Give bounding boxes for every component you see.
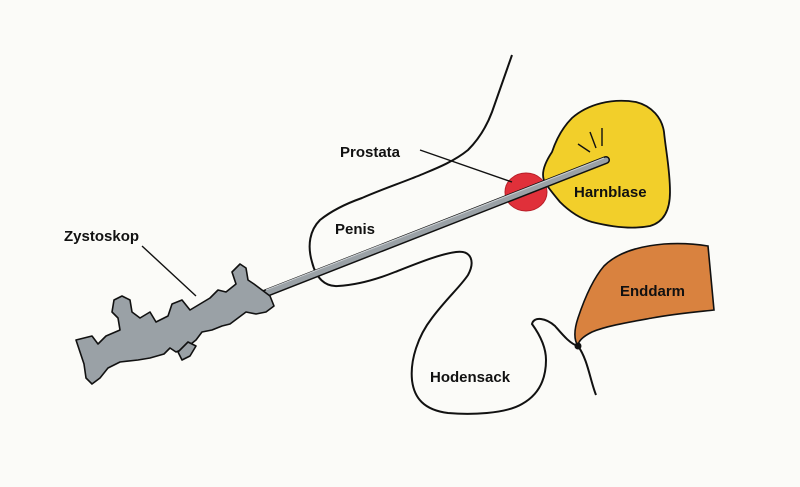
label-penis: Penis [335, 221, 375, 238]
cystoscope-shaft [260, 156, 610, 298]
label-prostata: Prostata [340, 144, 401, 161]
label-enddarm: Enddarm [620, 283, 685, 300]
bladder-shape [542, 99, 671, 229]
label-harnblase: Harnblase [574, 184, 647, 201]
label-zystoskop: Zystoskop [64, 228, 139, 245]
prostata-leader [419, 149, 513, 183]
light-rays [577, 128, 603, 153]
label-hodensack: Hodensack [430, 369, 511, 386]
zystoskop-leader [141, 245, 197, 297]
cystoscope-body [75, 263, 275, 385]
body-outline-lower [337, 250, 597, 415]
body-outline-upper [308, 54, 513, 288]
perineum-point [574, 342, 582, 350]
